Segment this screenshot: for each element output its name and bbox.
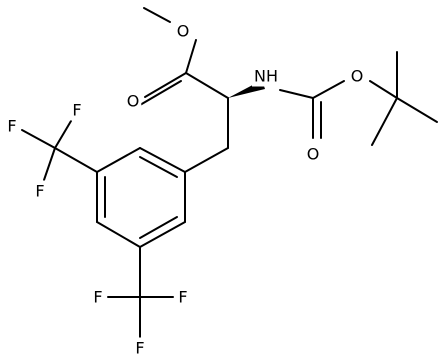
- atom-label: O: [127, 92, 140, 111]
- atom-label: F: [72, 101, 81, 120]
- atom-label-backdrop: [91, 286, 105, 308]
- atom-label-layer: O O NH O O F F F F F F: [7, 22, 363, 358]
- bond: [185, 72, 229, 99]
- atom-label-backdrop-layer: [5, 20, 366, 359]
- atom-label: NH: [254, 67, 278, 86]
- bond: [143, 7, 171, 23]
- bond: [369, 80, 398, 99]
- bond: [371, 97, 398, 146]
- bond-layer: [21, 7, 438, 339]
- bond: [139, 80, 182, 106]
- atom-label-backdrop: [174, 20, 192, 42]
- bond: [279, 89, 314, 99]
- bond: [144, 72, 187, 98]
- bond: [139, 221, 186, 248]
- atom-label-backdrop: [348, 65, 366, 87]
- bond: [54, 147, 98, 173]
- atom-label-backdrop: [252, 65, 280, 87]
- atom-label-backdrop: [70, 99, 84, 121]
- atom-label-backdrop: [5, 115, 19, 137]
- atom-label: F: [135, 339, 144, 358]
- bond: [396, 97, 438, 123]
- atom-label-backdrop: [304, 143, 322, 165]
- atom-label: F: [7, 117, 16, 136]
- bond: [139, 216, 178, 239]
- bond: [139, 156, 178, 178]
- atom-label: O: [177, 22, 190, 41]
- bond: [21, 129, 56, 149]
- atom-label: F: [93, 288, 102, 307]
- bond: [312, 80, 345, 99]
- bond: [185, 39, 197, 74]
- bond: [96, 147, 141, 173]
- bond: [43, 147, 56, 181]
- atom-label: F: [35, 182, 44, 201]
- bond: [96, 221, 141, 248]
- atom-label: F: [178, 288, 187, 307]
- atom-label: O: [307, 145, 320, 164]
- atom-label-backdrop: [176, 286, 190, 308]
- atom-label-backdrop: [33, 180, 47, 202]
- bond: [184, 147, 229, 173]
- atom-label: O: [351, 67, 364, 86]
- atom-label-backdrop: [124, 90, 142, 112]
- atom-label-backdrop: [133, 337, 147, 359]
- bond: [54, 120, 72, 149]
- bond: [139, 147, 186, 173]
